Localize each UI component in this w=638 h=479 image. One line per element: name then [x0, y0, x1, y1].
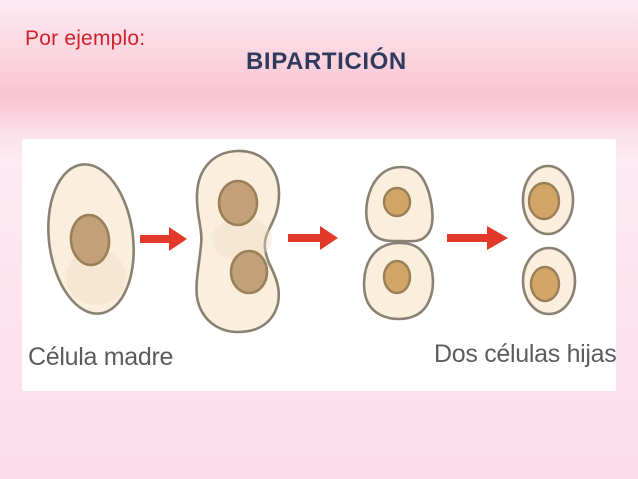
arrow-right-icon — [288, 226, 338, 250]
daughter-cells-label: Dos células hijas — [434, 340, 617, 368]
stage-dividing-cells — [362, 165, 435, 321]
stage-mother-cell — [47, 163, 135, 315]
elongating-cell-shading — [212, 217, 272, 261]
elongating-cell-nucleus-top-icon — [217, 179, 259, 227]
stage-elongating-cell — [195, 149, 281, 334]
dividing-cell-bottom-nucleus-icon — [382, 259, 412, 295]
binary-fission-diagram-panel: Célula madre Dos células hijas — [22, 139, 617, 391]
mother-cell-label: Célula madre — [28, 343, 174, 371]
stage-daughter-cells — [521, 164, 577, 316]
daughter-cell-top-nucleus-icon — [527, 181, 561, 221]
elongating-cell-nucleus-bottom-icon — [229, 249, 269, 295]
daughter-cell-bottom-nucleus-icon — [529, 265, 561, 303]
mother-cell-nucleus-icon — [69, 213, 111, 267]
binary-fission-diagram — [47, 149, 577, 334]
page-title: BIPARTICIÓN — [246, 48, 407, 75]
arrow-right-icon — [140, 227, 187, 251]
arrow-right-icon — [447, 226, 508, 250]
dividing-cell-top-nucleus-icon — [382, 186, 412, 218]
lead-in-text: Por ejemplo: — [25, 27, 146, 50]
